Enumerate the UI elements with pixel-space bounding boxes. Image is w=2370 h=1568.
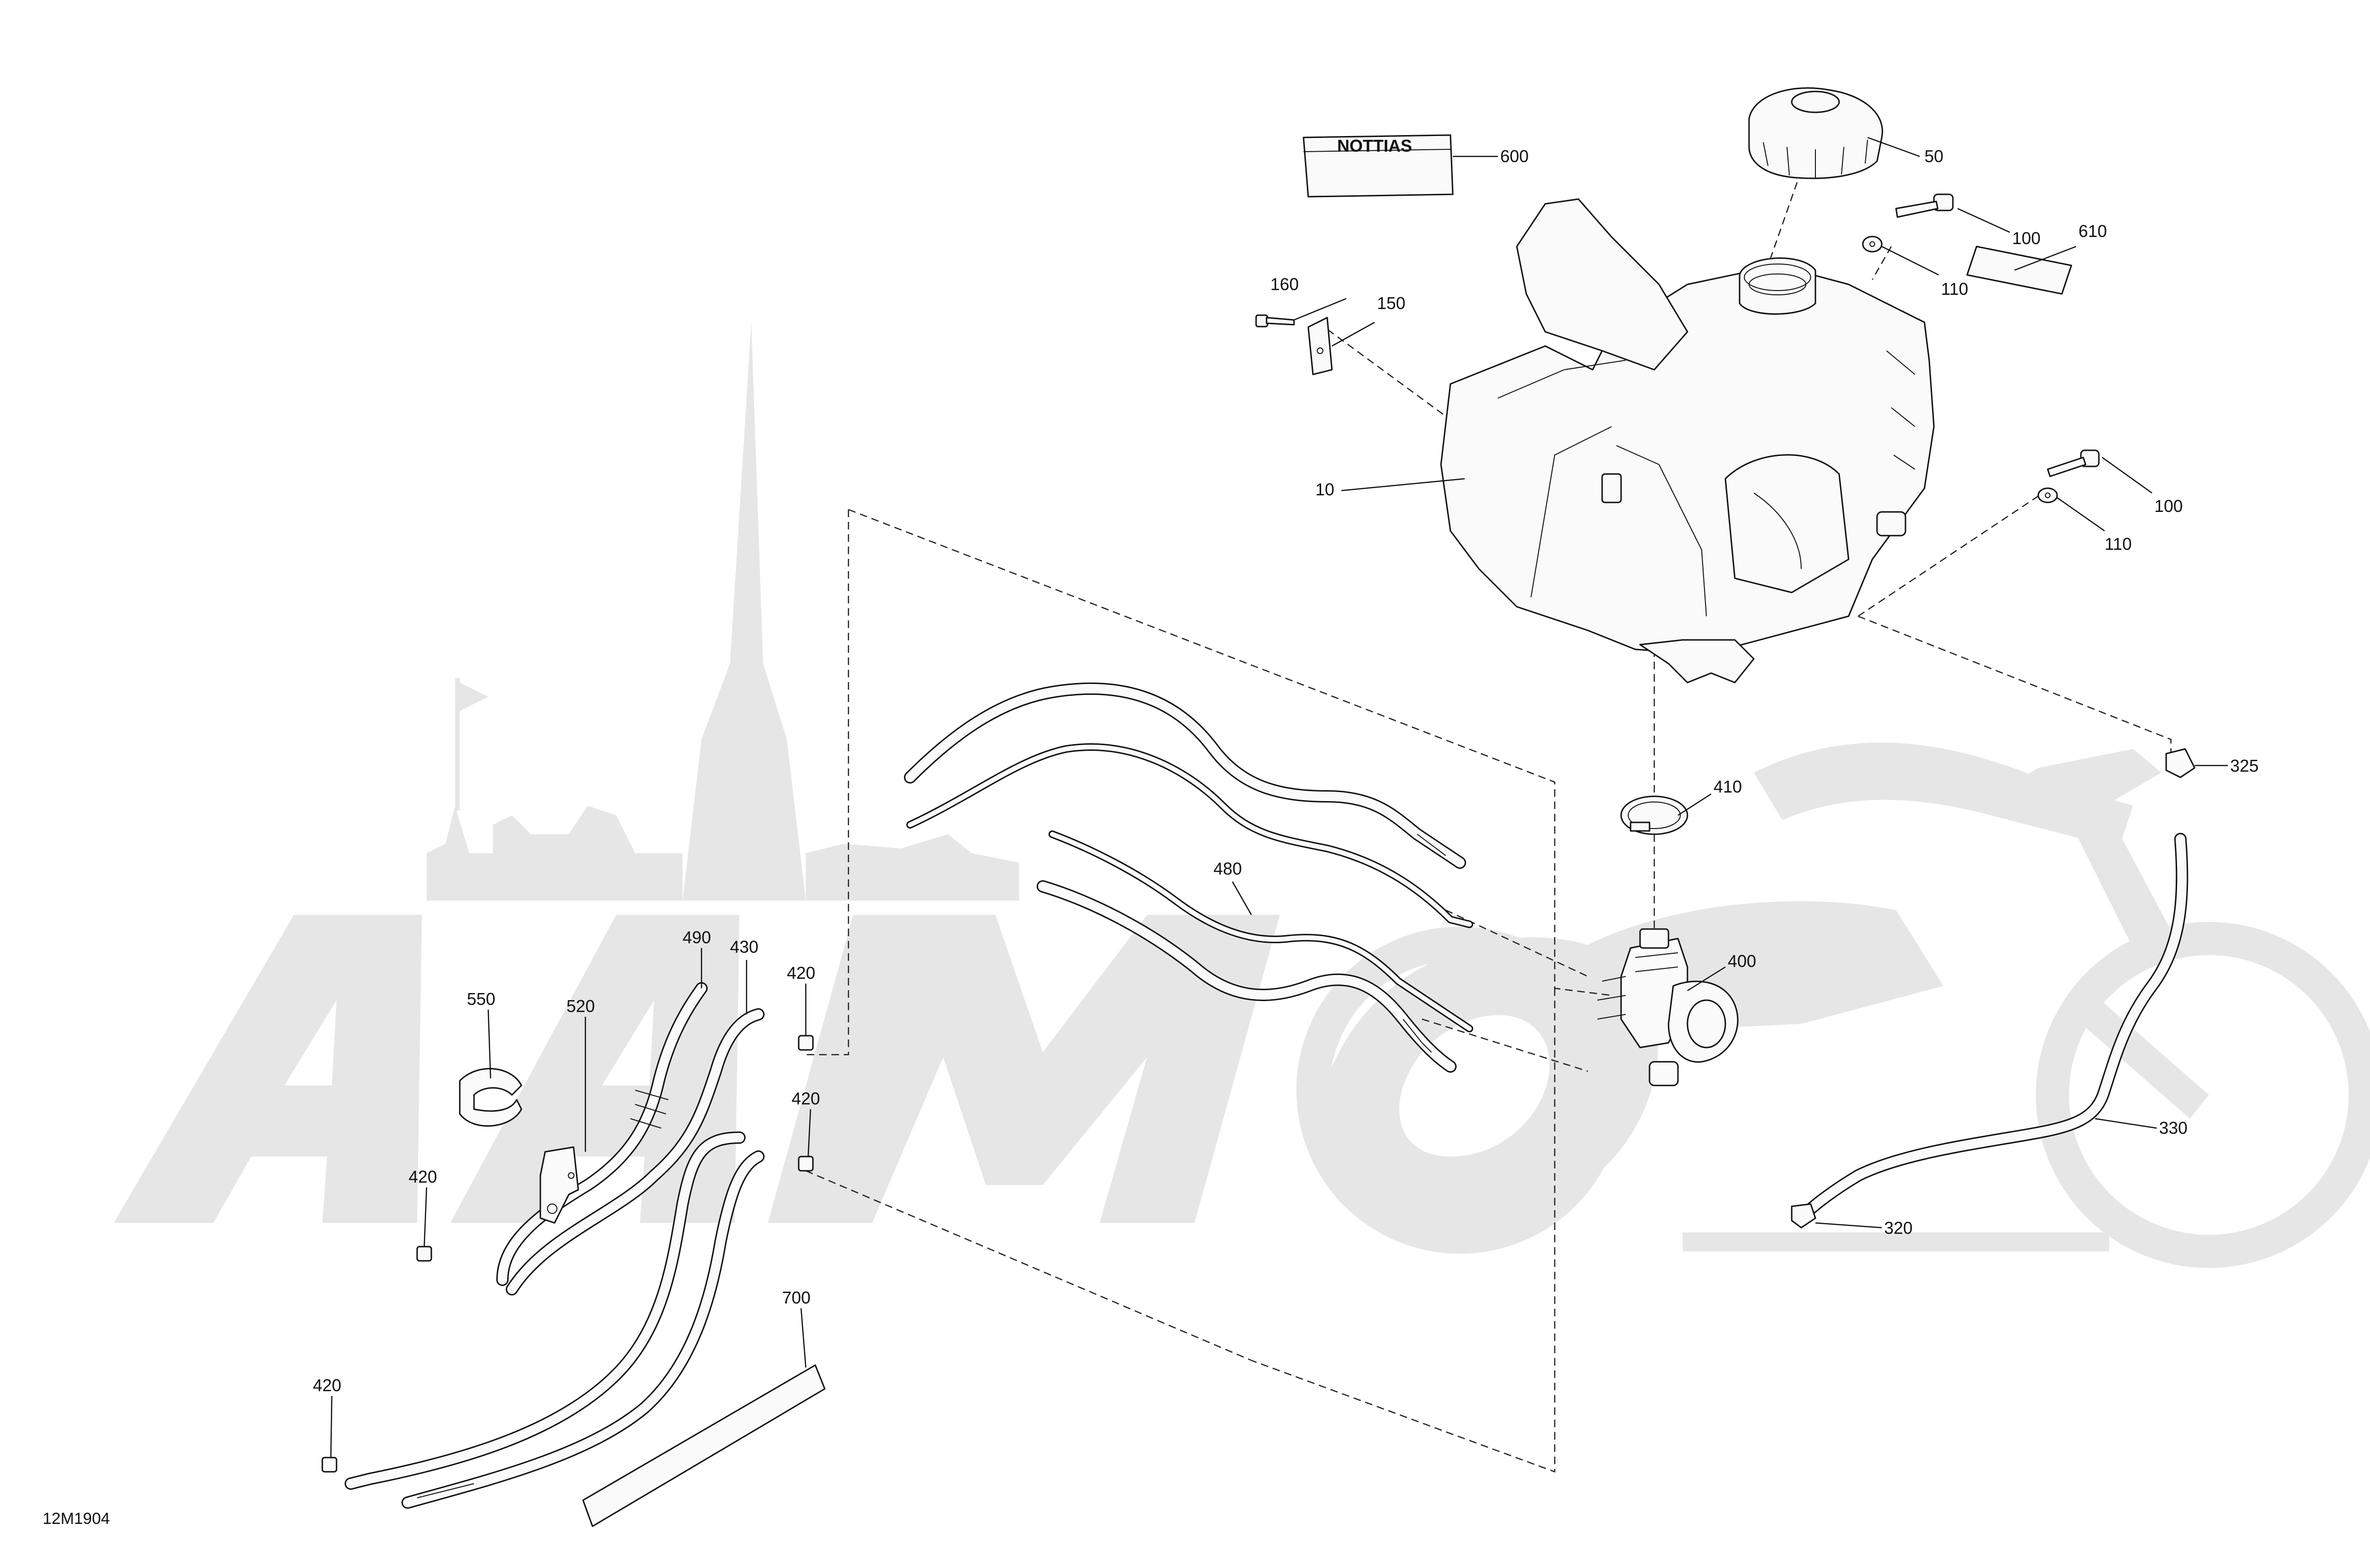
bracket-520-icon — [539, 1146, 579, 1224]
callout-numbers: 600 50 100 110 610 160 150 10 100 110 41… — [313, 146, 2259, 1395]
clip-420-c-icon — [416, 1246, 432, 1262]
callout-330: 330 — [2159, 1118, 2188, 1138]
watermark-letter-a2-icon — [450, 915, 739, 1223]
washer-110-lower-icon — [2037, 487, 2058, 503]
fuel-line-480-thin-a — [906, 743, 1473, 928]
callout-100-upper: 100 — [2012, 228, 2041, 248]
clamp-410-icon — [1620, 795, 1688, 835]
hose-clamp-325-icon — [2165, 748, 2196, 778]
callout-50: 50 — [1924, 146, 1943, 166]
leader-lines — [330, 137, 2228, 1458]
vent-hose-330 — [1800, 833, 2188, 1220]
fuel-pump-icon — [1597, 928, 1739, 1086]
callout-420-d: 420 — [313, 1376, 341, 1395]
hose-lower-left-b — [401, 1150, 765, 1509]
callout-400: 400 — [1728, 951, 1756, 971]
tank-cap-icon — [1748, 87, 1883, 179]
clip-420-b-icon — [798, 1156, 814, 1172]
decal-600-text: NOTTIAS — [1337, 136, 1412, 155]
callout-610: 610 — [2078, 221, 2107, 241]
watermark-flagpole-icon — [455, 678, 460, 811]
callout-320: 320 — [1884, 1218, 1913, 1238]
screw-160-icon — [1255, 314, 1295, 328]
callout-420-a: 420 — [787, 963, 815, 983]
watermark-skyline-icon — [427, 806, 1019, 901]
fuel-hose-480-bottom — [1037, 880, 1457, 1073]
callout-150: 150 — [1377, 293, 1405, 313]
hose-lower-left-a — [345, 1131, 746, 1490]
clip-420-d-icon — [321, 1457, 337, 1473]
callout-430: 430 — [730, 937, 758, 957]
callout-600: 600 — [1500, 146, 1529, 166]
protector-700 — [582, 1364, 826, 1527]
hose-490 — [496, 982, 708, 1286]
clip-420-a-icon — [798, 1035, 814, 1051]
callout-420-b: 420 — [792, 1089, 820, 1108]
callout-490: 490 — [683, 928, 711, 947]
decal-600: NOTTIAS — [1303, 134, 1454, 198]
callout-160: 160 — [1270, 274, 1299, 294]
decal-610 — [1966, 246, 2072, 295]
grommet-550-icon — [459, 1068, 522, 1127]
callout-325: 325 — [2230, 756, 2259, 775]
hose-430 — [506, 1008, 765, 1295]
watermark-letter-m-icon — [768, 915, 1280, 1223]
callout-410: 410 — [1714, 777, 1742, 796]
screw-100-lower-icon — [2047, 449, 2100, 477]
callout-700: 700 — [782, 1288, 811, 1307]
callout-110-lower: 110 — [2105, 534, 2132, 554]
callout-110-upper: 110 — [1941, 279, 1968, 299]
clip-420-icons — [321, 1035, 814, 1473]
fuel-line-480-thin-b — [1048, 830, 1473, 1032]
callout-420-c: 420 — [409, 1167, 437, 1186]
assembly-guide-lines — [805, 170, 2172, 1473]
watermark — [114, 322, 2370, 1268]
callout-100-lower: 100 — [2154, 496, 2183, 516]
drawing-code: 12M1904 — [43, 1510, 110, 1528]
callout-10: 10 — [1315, 480, 1334, 499]
watermark-spire-icon — [683, 322, 806, 901]
fuel-tank-icon — [1440, 198, 1935, 684]
callout-550: 550 — [467, 989, 495, 1009]
callout-520: 520 — [566, 996, 595, 1016]
hose-clamp-320-icon — [1791, 1203, 1816, 1229]
watermark-flag-icon — [460, 683, 488, 711]
washer-110-upper-icon — [1862, 236, 1883, 253]
fuel-hose-480-top — [904, 683, 1466, 869]
screw-100-upper-icon — [1895, 193, 1954, 218]
watermark-letter-a-icon — [114, 915, 422, 1223]
clip-nut-150-icon — [1307, 317, 1333, 375]
callout-480: 480 — [1213, 859, 1242, 878]
